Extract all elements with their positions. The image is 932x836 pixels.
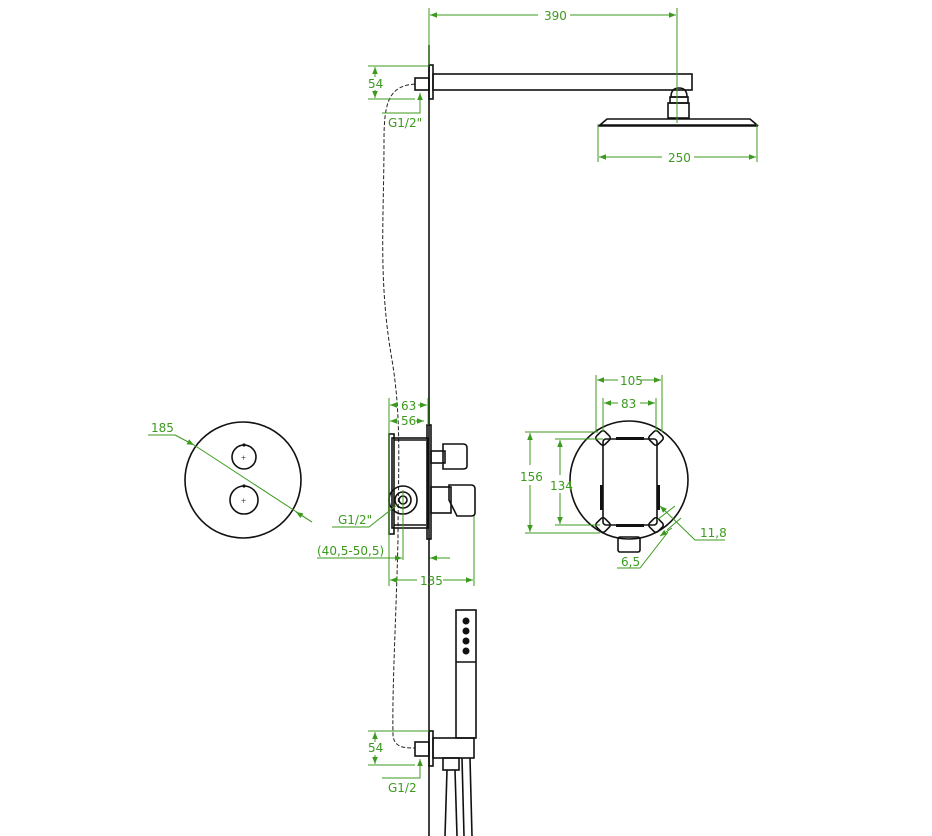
label-135: 135	[420, 574, 443, 588]
dim-top-outlet: 54 G1/2"	[368, 65, 429, 130]
label-g12-valve: G1/2"	[338, 513, 372, 527]
dim-box: 105 83 156 134 11,8 6,5	[520, 374, 727, 569]
label-185: 185	[151, 421, 174, 435]
dim-arm-length: 390	[428, 8, 678, 123]
label-56: 56	[401, 414, 416, 428]
dim-head-width: 250	[597, 124, 758, 165]
dim-valve: 63 56 G1/2" (40,5-50,5) 135	[317, 398, 475, 588]
label-105: 105	[620, 374, 643, 388]
label-83: 83	[621, 397, 636, 411]
hose	[382, 83, 416, 749]
label-6-5: 6,5	[621, 555, 640, 569]
label-54-top: 54	[368, 77, 383, 91]
label-390: 390	[544, 9, 567, 23]
dim-plate-diameter: 185	[148, 421, 313, 523]
label-63: 63	[401, 399, 416, 413]
label-134: 134	[550, 479, 573, 493]
label-g12-top: G1/2"	[388, 116, 422, 130]
label-156: 156	[520, 470, 543, 484]
valve-plate-front: + +	[184, 421, 302, 539]
label-250: 250	[668, 151, 691, 165]
mounting-box	[569, 420, 689, 553]
label-install-range: (40,5-50,5)	[317, 544, 384, 558]
overhead-shower	[414, 64, 760, 127]
svg-text:+: +	[241, 453, 246, 463]
label-g12-bottom: G1/2	[388, 781, 417, 795]
label-11-8: 11,8	[700, 526, 727, 540]
dim-bottom-outlet: 54 G1/2	[368, 730, 429, 795]
valve-side-view	[388, 424, 476, 540]
svg-text:+: +	[241, 496, 246, 506]
hand-shower	[414, 609, 477, 836]
label-54-bottom: 54	[368, 741, 383, 755]
